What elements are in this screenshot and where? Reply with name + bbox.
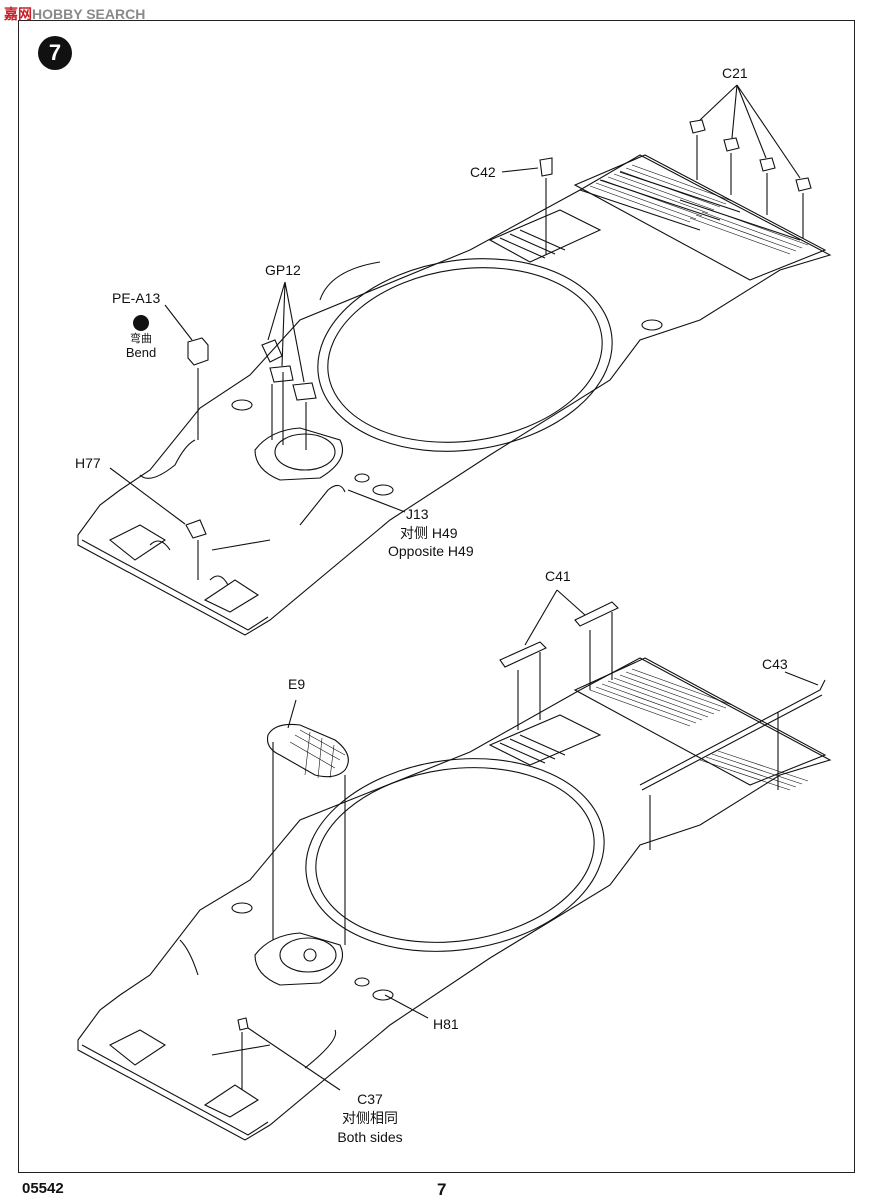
callout-pe-a13: PE-A13 [112, 290, 161, 306]
upper-hull-bottom-view [77, 589, 832, 1141]
upper-hull-top-view [77, 84, 832, 636]
bend-icon [133, 315, 149, 331]
callout-c43: C43 [762, 656, 788, 672]
callout-bend-en: Bend [125, 345, 157, 360]
callout-bend-cn: 弯曲 [130, 333, 152, 345]
callout-c21: C21 [722, 65, 748, 81]
page-number: 7 [437, 1180, 447, 1199]
callout-c37-cn: 对侧相同 [342, 1110, 398, 1126]
hobbysearch-logo: 嘉网HOBBY SEARCH [4, 6, 146, 22]
product-code: 05542 [22, 1180, 64, 1197]
callout-c41: C41 [545, 568, 571, 584]
callout-c37: C37 [357, 1091, 383, 1107]
callout-j13-en: Opposite H49 [388, 543, 474, 559]
callout-c37-en: Both sides [337, 1129, 403, 1145]
callout-c42: C42 [470, 164, 496, 180]
step-number-badge: 7 [38, 36, 72, 70]
callout-h81: H81 [433, 1016, 459, 1032]
page-frame [18, 20, 855, 1173]
callout-e9: E9 [288, 676, 306, 692]
callout-gp12: GP12 [265, 262, 301, 278]
callout-h77: H77 [75, 455, 101, 471]
callout-j13: J13 [406, 506, 429, 522]
callout-j13-cn: 对侧 H49 [400, 525, 458, 541]
